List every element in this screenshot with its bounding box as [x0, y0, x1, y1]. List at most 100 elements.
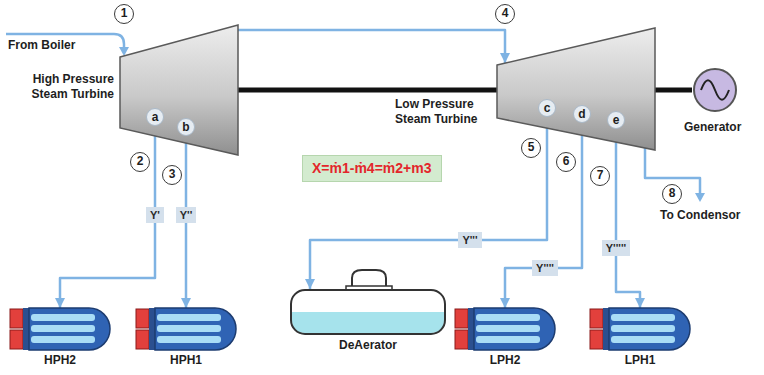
- turbine-casing: [497, 28, 655, 150]
- flow-fraction-label: Y''''': [602, 240, 630, 256]
- extraction-line: [616, 129, 640, 308]
- formula-box: X=ṁ1-ṁ4=ṁ2+m3: [302, 155, 442, 182]
- heater-head: [10, 309, 23, 328]
- heater-tube: [31, 325, 95, 332]
- callout-number: 8: [662, 184, 682, 204]
- callout-number: 3: [162, 165, 182, 185]
- callout-circle: 7: [590, 166, 610, 186]
- deaerator-label: DeAerator: [290, 338, 446, 353]
- heater-tube: [611, 336, 675, 343]
- flow-label-box: Y': [146, 207, 164, 223]
- flow-note: To Condensor: [660, 208, 740, 223]
- flow-label-box: Y''''': [602, 240, 630, 256]
- high-pressure-heater: HPH2: [10, 308, 110, 350]
- heater-label: LPH1: [590, 353, 690, 368]
- turbine-casing: [120, 25, 238, 155]
- flow-fraction-label: Y'''': [532, 260, 558, 276]
- extraction-line: [60, 126, 155, 308]
- high-pressure-turbine: High Pressure Steam Turbineab: [120, 25, 238, 155]
- callout-number: 7: [590, 166, 610, 186]
- heater-tube: [611, 325, 675, 332]
- sine-symbol: [701, 80, 729, 100]
- turbine-label: High Pressure Steam Turbine: [2, 72, 114, 102]
- extraction-line: [505, 123, 582, 308]
- heater-label: HPH1: [136, 353, 236, 368]
- tube-sheet: [468, 308, 474, 350]
- extraction-letter: c: [539, 100, 555, 116]
- callout-circle: 1: [114, 4, 134, 24]
- heater-head: [10, 330, 23, 349]
- free-label: From Boiler: [8, 38, 75, 53]
- formula-text: X=ṁ1-ṁ4=ṁ2+m3: [303, 156, 441, 181]
- generator-shape: [692, 67, 738, 113]
- callout-circle: 6: [556, 152, 576, 172]
- turbine-shaft: [238, 88, 497, 93]
- heater-tube: [31, 336, 95, 343]
- heater-tube: [157, 336, 221, 343]
- tube-sheet: [23, 308, 29, 350]
- free-label: To Condensor: [660, 208, 740, 223]
- heater-tube: [476, 336, 540, 343]
- deaerator-water: [292, 312, 444, 333]
- flow-fraction-label: Y': [146, 207, 164, 223]
- extraction-letter: e: [608, 112, 624, 128]
- deaerator-outline: [291, 290, 445, 334]
- low-pressure-heater: LPH2: [455, 308, 555, 350]
- flow-fraction-label: Y''': [458, 232, 481, 248]
- callout-circle: 8: [662, 184, 682, 204]
- steam-line: [238, 30, 505, 63]
- heater-tube: [476, 325, 540, 332]
- heater-head: [136, 309, 149, 328]
- heater-shell: [609, 308, 690, 350]
- callout-circle: 5: [521, 138, 541, 158]
- flow-label-box: Y'': [176, 207, 197, 223]
- heater-shell: [155, 308, 236, 350]
- heater-tube: [611, 314, 675, 321]
- heater-tube: [157, 325, 221, 332]
- deaerator-body: [291, 290, 445, 334]
- flow-note: From Boiler: [8, 38, 75, 53]
- arrow-head: [695, 193, 705, 202]
- deaerator-tank: DeAerator: [290, 268, 446, 335]
- heater-head: [590, 330, 603, 349]
- tube-sheet: [149, 308, 155, 350]
- extraction-letter: d: [574, 106, 590, 122]
- heater-tube: [157, 314, 221, 321]
- extraction-letter: b: [178, 119, 194, 135]
- callout-number: 6: [556, 152, 576, 172]
- heater-label: LPH2: [455, 353, 555, 368]
- callout-circle: 2: [130, 152, 150, 172]
- heater-shell: [474, 308, 555, 350]
- callout-number: 4: [495, 4, 515, 24]
- heater-label: HPH2: [10, 353, 110, 368]
- extraction-point: e: [607, 111, 625, 129]
- extraction-point: a: [146, 108, 164, 126]
- callout-number: 2: [130, 152, 150, 172]
- generator-circle: [694, 69, 736, 111]
- callout-number: 5: [521, 138, 541, 158]
- flow-fraction-label: Y'': [176, 207, 197, 223]
- callout-circle: 4: [495, 4, 515, 24]
- low-pressure-heater: LPH1: [590, 308, 690, 350]
- high-pressure-heater-shape: [136, 308, 236, 350]
- extraction-point: d: [573, 105, 591, 123]
- heater-shell: [29, 308, 110, 350]
- extraction-line: [310, 117, 547, 289]
- callout-number: 1: [114, 4, 134, 24]
- generator: Generator: [692, 67, 738, 113]
- heater-tube: [31, 314, 95, 321]
- low-pressure-turbine: Low Pressure Steam Turbinecde: [497, 28, 655, 150]
- high-pressure-heater-shape: [10, 308, 110, 350]
- callout-circle: 3: [162, 165, 182, 185]
- low-pressure-heater-shape: [455, 308, 555, 350]
- flow-label-box: Y''': [458, 232, 481, 248]
- high-pressure-turbine-shape: [120, 25, 238, 155]
- heater-head: [455, 309, 468, 328]
- heater-head: [455, 330, 468, 349]
- flow-label-box: Y'''': [532, 260, 558, 276]
- extraction-point: c: [538, 99, 556, 117]
- low-pressure-heater-shape: [590, 308, 690, 350]
- turbine-shaft: [655, 88, 692, 93]
- generator-label: Generator: [684, 120, 741, 135]
